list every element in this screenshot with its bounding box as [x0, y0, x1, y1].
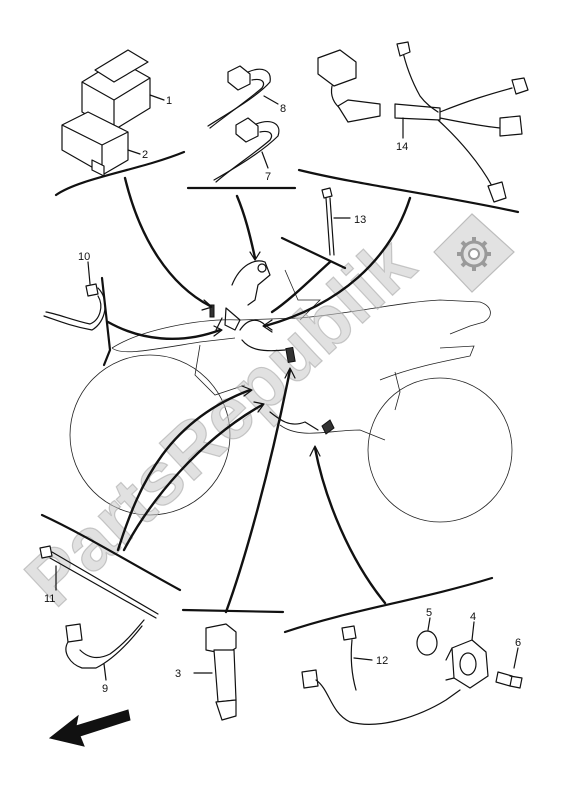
callout-13: 13	[354, 214, 366, 226]
part-1-relay	[81, 49, 165, 131]
bracket-lines	[40, 150, 520, 634]
motorcycle-outline	[69, 269, 513, 523]
part-7-clamp	[213, 117, 280, 183]
part-6-bolt	[495, 647, 523, 689]
callout-5: 5	[426, 607, 432, 619]
arrow-left-icon	[48, 709, 131, 747]
callout-14: 14	[396, 141, 408, 153]
part-10-clamp	[43, 261, 106, 331]
callout-7: 7	[265, 171, 271, 183]
part-12-wire-lead	[301, 625, 461, 725]
callout-12: 12	[376, 655, 388, 667]
callout-9: 9	[102, 683, 108, 695]
callout-1: 1	[166, 95, 172, 107]
part-13-cable-tie	[321, 187, 351, 256]
callout-3: 3	[175, 668, 181, 680]
part-4-sensor	[445, 621, 489, 689]
callout-10: 10	[78, 251, 90, 263]
part-14-sub-wire-harness	[317, 41, 529, 203]
callout-6: 6	[515, 637, 521, 649]
callout-labels: 1 2 3 4 5 6 7 8 9 10 11 12 13 14	[44, 95, 521, 695]
wiring-harness-center	[209, 260, 335, 435]
part-11-cable-tie	[39, 545, 159, 619]
callout-2: 2	[142, 149, 148, 161]
callout-8: 8	[280, 103, 286, 115]
part-8-clamp	[207, 65, 279, 129]
part-9-cable-band	[65, 619, 145, 681]
callout-11: 11	[44, 593, 55, 605]
part-5-o-ring	[416, 617, 438, 656]
part-2-ecu	[61, 111, 141, 177]
part-3-ignition-coil	[193, 623, 237, 721]
callout-4: 4	[470, 611, 476, 623]
watermark-text: PartsRepublik	[9, 221, 430, 622]
leader-lines	[106, 176, 412, 614]
gear-icon	[433, 213, 515, 293]
